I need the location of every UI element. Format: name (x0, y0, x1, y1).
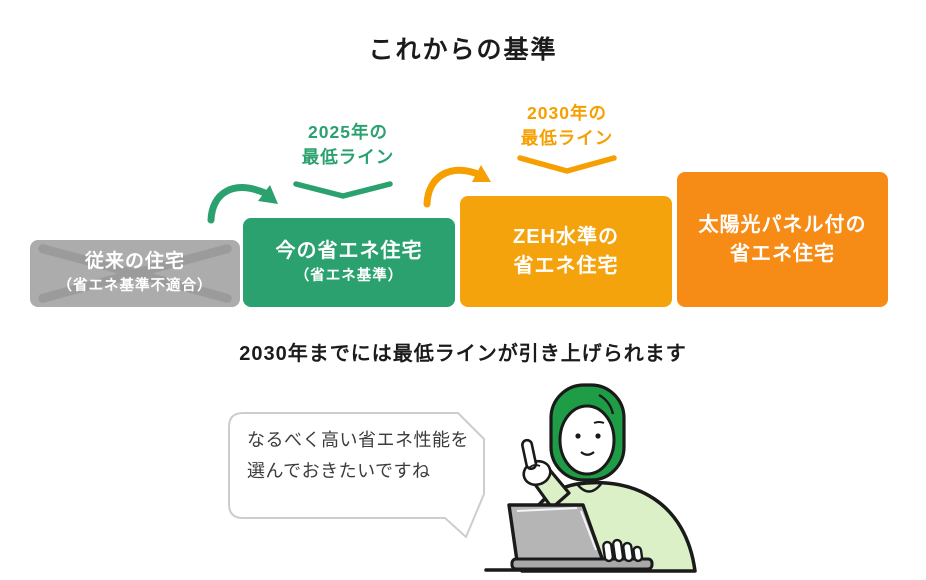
chevron-down-orange-icon (517, 155, 617, 174)
milestone-label-2030: 2030年の 最低ライン (482, 101, 652, 152)
smile (580, 451, 595, 456)
right-eye (595, 433, 601, 439)
hair (549, 383, 626, 482)
step-title-line2: 省エネ住宅 (513, 254, 619, 277)
step-title-line2: 省エネ住宅 (730, 242, 835, 265)
left-eye (575, 433, 581, 439)
milestone-2030-line1: 2030年の (527, 103, 607, 123)
curved-arrow-green-icon (207, 184, 278, 224)
step-title: ZEH水準の (513, 226, 619, 249)
page-title: これからの基準 (368, 36, 558, 64)
step-box-legacy-housing: 従来の住宅 （省エネ基準不適合） (30, 240, 240, 307)
raised-arm (532, 467, 571, 510)
pointing-hand (521, 438, 552, 487)
milestone-2025-line1: 2025年の (308, 122, 388, 142)
step-title: 今の省エネ住宅 (275, 240, 423, 263)
milestone-2030-line2: 最低ライン (520, 128, 614, 149)
woman-laptop-illustration (484, 383, 697, 573)
caption-text: 2030年までには最低ラインが引き上げられます (239, 343, 687, 365)
speech-bubble-line2: 選んでおきたいですね (247, 460, 431, 481)
milestone-label-2025: 2025年の 最低ライン (263, 120, 433, 171)
collar (576, 483, 602, 493)
step-box-solar-panel: 太陽光パネル付の 省エネ住宅 (677, 172, 888, 307)
speech-bubble-line1: なるべく高い省エネ性能を (247, 430, 469, 450)
hair-parting (598, 393, 615, 415)
speech-bubble-text: なるべく高い省エネ性能を 選んでおきたいですね (247, 425, 477, 487)
eyebrow (593, 421, 605, 424)
milestone-2025-line2: 最低ライン (301, 147, 395, 168)
face (558, 404, 616, 476)
step-subtitle: （省エネ基準不適合） (57, 278, 213, 295)
step-title: 従来の住宅 (84, 251, 185, 273)
step-title: 太陽光パネル付の (698, 214, 867, 237)
step-box-zeh-level: ZEH水準の 省エネ住宅 (460, 196, 672, 307)
step-box-current-energy-saving: 今の省エネ住宅 （省エネ基準） (243, 218, 455, 307)
chevron-down-green-icon (293, 181, 393, 199)
typing-fingers (602, 538, 644, 563)
laptop (507, 503, 654, 571)
step-subtitle: （省エネ基準） (294, 267, 404, 284)
body (520, 480, 697, 573)
